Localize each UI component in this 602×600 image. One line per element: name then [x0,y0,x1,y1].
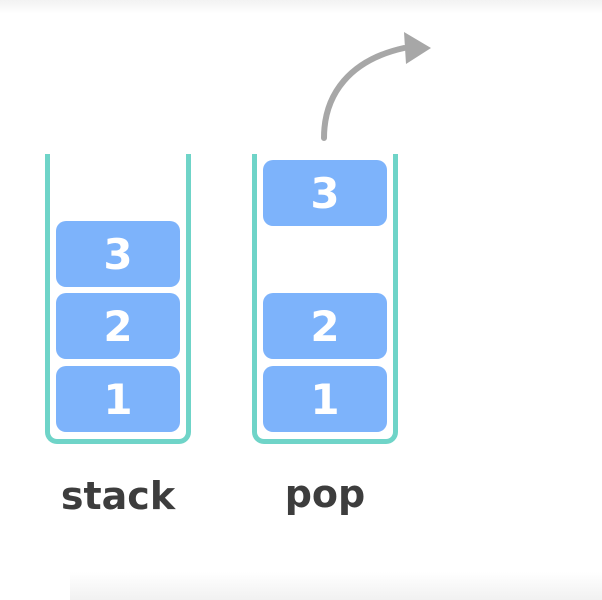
popped-block-3: 3 [263,160,387,226]
popped-block-3-label: 3 [310,168,340,218]
arrow-shaft [321,45,407,141]
top-edge-shade [0,0,602,14]
stack-block-1-label: 1 [103,374,133,424]
bottom-edge-shade [70,572,602,600]
pop-container [252,154,398,444]
pop-block-1: 1 [263,366,387,432]
arrow-head [404,32,431,64]
curved-arrow-up-right-icon [321,32,431,141]
stack-block-2: 2 [56,293,180,359]
stack-container [45,154,191,444]
stack-caption: stack [60,474,176,518]
stack-block-1: 1 [56,366,180,432]
pop-block-2: 2 [263,293,387,359]
pop-block-1-label: 1 [310,374,340,424]
stack-block-3-label: 3 [103,229,133,279]
stack-block-3: 3 [56,221,180,287]
pop-block-2-label: 2 [310,301,340,351]
pop-caption: pop [284,472,366,516]
stack-block-2-label: 2 [103,301,133,351]
